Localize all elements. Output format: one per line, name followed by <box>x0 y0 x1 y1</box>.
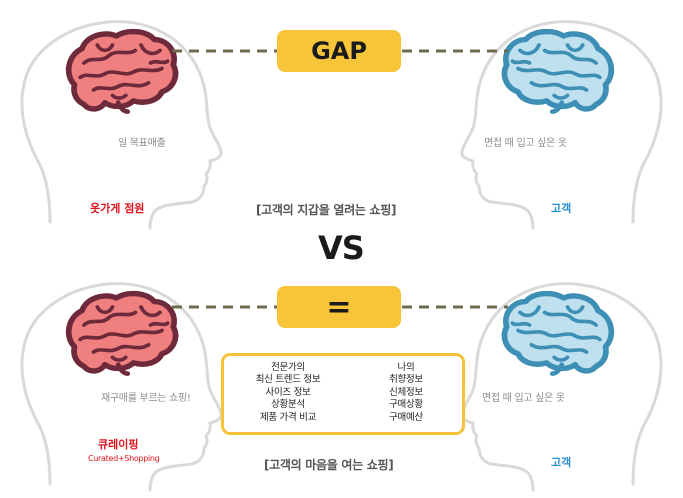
brain-blue-icon <box>504 294 611 376</box>
list-item: 제품 가격 비교 <box>259 411 317 423</box>
left-thought-top: 일 목표매출 <box>118 138 166 149</box>
list-item: 신체정보 <box>389 386 423 398</box>
right-person-top: 고객 <box>551 202 572 215</box>
list-item: 취향정보 <box>389 374 423 386</box>
info-box: 전문가의 최신 트렌드 정보 사이즈 정보 상황분석 제품 가격 비교 나의 취… <box>221 353 465 435</box>
brain-blue-icon <box>504 32 611 114</box>
list-item: 나의 <box>397 362 415 373</box>
left-person-bottom: 큐레이핑 <box>98 438 139 451</box>
list-item: 상황분석 <box>271 399 305 411</box>
list-item: 최신 트렌드 정보 <box>255 374 321 386</box>
right-thought-top: 면접 때 입고 싶은 옷 <box>484 138 567 149</box>
top-caption: [고객의 지갑을 열려는 쇼핑] <box>256 203 397 217</box>
right-thought-bottom: 면접 때 입고 싶은 옷 <box>482 393 565 404</box>
brain-red-icon <box>69 294 176 376</box>
bottom-caption: [고객의 마음을 여는 쇼핑] <box>264 458 394 472</box>
left-thought-bottom: 재구매를 부르는 쇼핑! <box>101 393 191 404</box>
left-person-sub: Curated+Shopping <box>88 454 160 463</box>
left-person-top: 옷가게 점원 <box>90 202 145 215</box>
list-item: 구매예산 <box>389 411 423 423</box>
expert-info-list: 전문가의 최신 트렌드 정보 사이즈 정보 상황분석 제품 가격 비교 <box>238 362 338 424</box>
gap-badge: GAP <box>277 30 401 72</box>
right-person-bottom: 고객 <box>551 456 572 469</box>
equal-label: = <box>326 289 352 325</box>
list-item: 전문가의 <box>271 362 305 373</box>
customer-info-list: 나의 취향정보 신체정보 구매상황 구매예산 <box>370 362 442 424</box>
equal-badge: = <box>277 286 401 328</box>
list-item: 사이즈 정보 <box>265 386 311 398</box>
gap-label: GAP <box>311 37 367 65</box>
list-item: 구매상황 <box>389 399 423 411</box>
vs-label: VS <box>318 229 365 267</box>
brain-red-icon <box>69 32 176 114</box>
